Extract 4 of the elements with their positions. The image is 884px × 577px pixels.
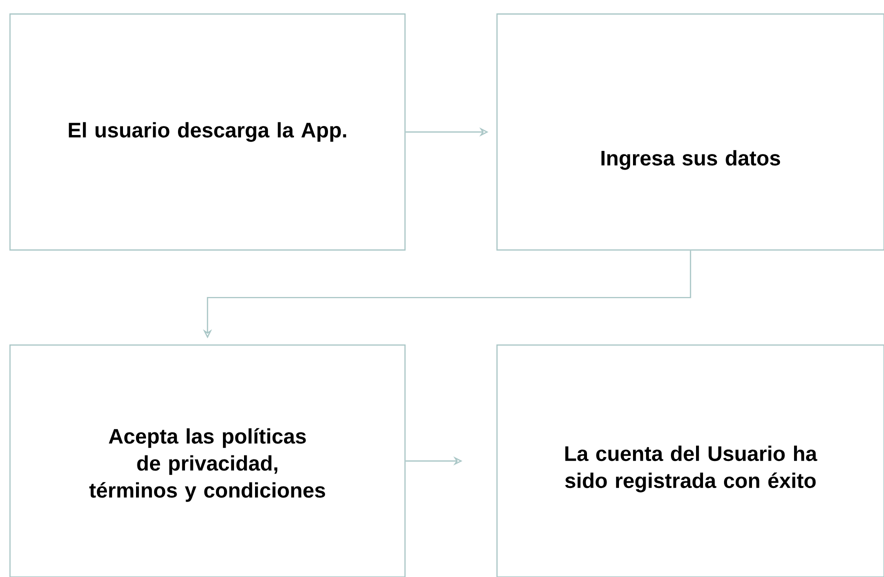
process-box: La cuenta del Usuario ha sido registrada con éxito [496, 344, 884, 577]
process-box: Ingresa sus datos [496, 13, 884, 251]
process-box: El usuario descarga la App. [9, 13, 406, 251]
process-box: Acepta las políticas de privacidad, términos y condiciones [9, 344, 406, 577]
